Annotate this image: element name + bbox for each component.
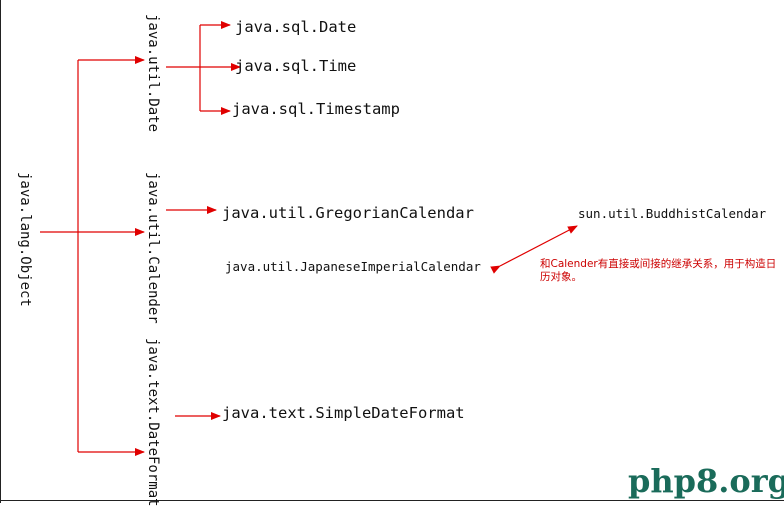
node-java-util-date: java.util.Date [145, 14, 161, 133]
watermark-logo: php8.org [628, 462, 784, 500]
bottom-border [0, 500, 784, 501]
node-java-sql-date: java.sql.Date [235, 18, 357, 36]
node-java-util-gregoriancalendar: java.util.GregorianCalendar [222, 204, 474, 222]
node-java-text-simpledateformat: java.text.SimpleDateFormat [222, 404, 465, 422]
node-java-util-calender: java.util.Calender [145, 172, 161, 324]
node-sun-util-buddhistcalendar: sun.util.BuddhistCalendar [578, 206, 767, 221]
connector-buddhist-japanese-relation [490, 225, 578, 274]
relation-note: 和Calender有直接或间接的继承关系，用于构造日历对象。 [540, 258, 777, 283]
node-java-util-japaneseimperialcalendar: java.util.JapaneseImperialCalendar [225, 259, 481, 274]
node-java-sql-time: java.sql.Time [235, 57, 357, 75]
node-java-lang-object: java.lang.Object [17, 172, 33, 307]
left-border [0, 0, 1, 503]
node-java-text-dateformat: java.text.DateFormat [145, 338, 161, 507]
node-java-sql-timestamp: java.sql.Timestamp [232, 100, 400, 118]
